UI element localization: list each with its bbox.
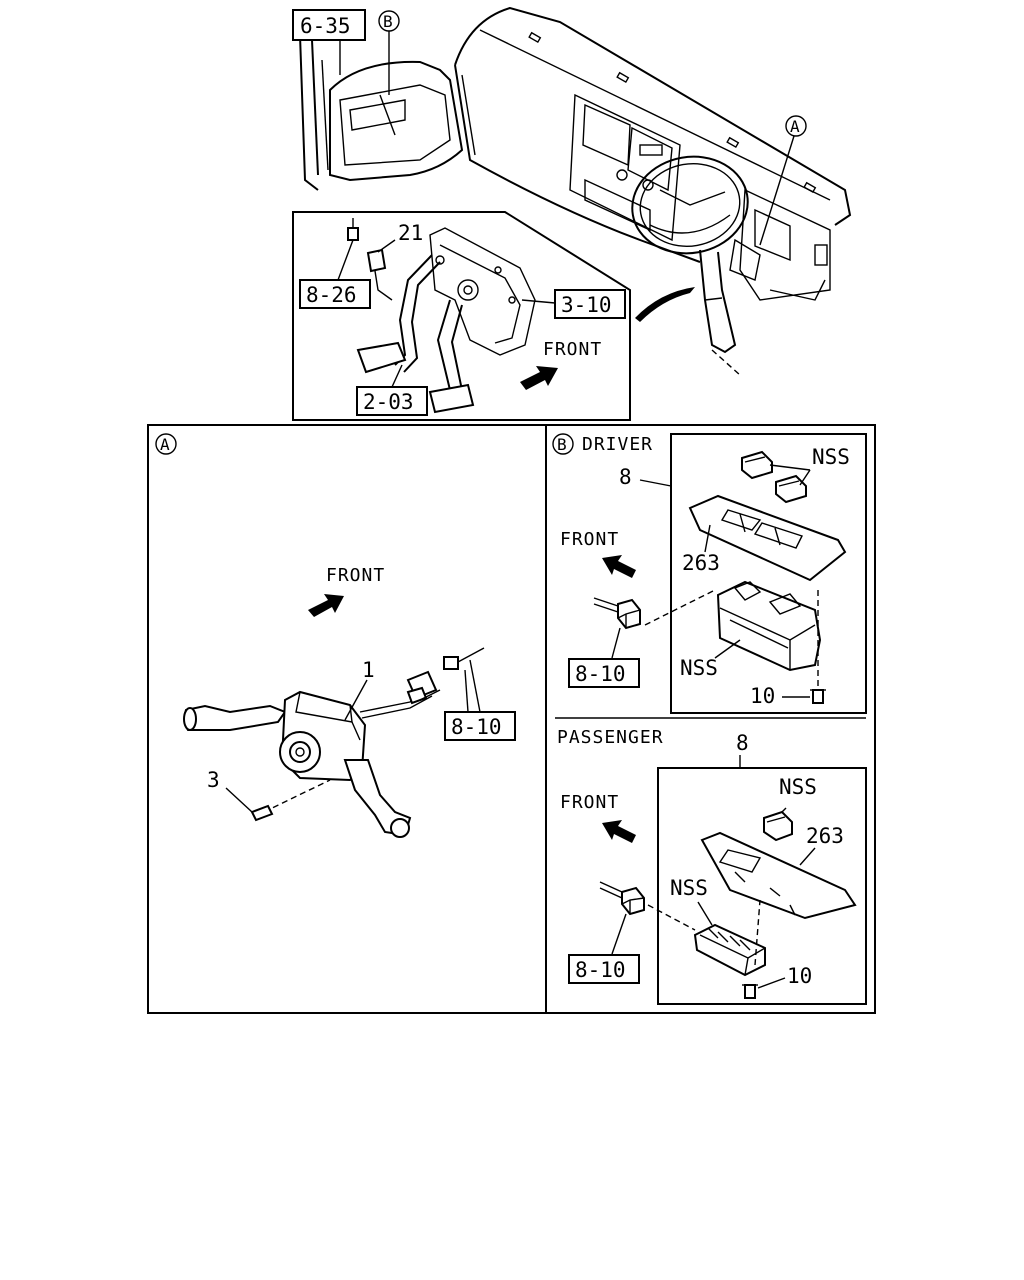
svg-text:DRIVER: DRIVER [582,434,653,455]
panel-b-header: B DRIVER [552,433,653,455]
ref-box-2-03: 2-03 [356,364,428,416]
front-arrow-passenger: FRONT [560,792,636,843]
front-arrow-panel-a: FRONT [308,565,385,617]
svg-text:8-10: 8-10 [451,715,502,739]
part-number-10-driver: 10 [750,684,775,708]
svg-text:A: A [160,435,170,454]
passenger-trim-panel [700,831,857,920]
driver-parts-box [670,433,867,714]
svg-text:B: B [557,435,567,454]
nss-label-passenger-switch: NSS [670,876,708,900]
part-number-8-driver: 8 [619,465,632,489]
ref-box-8-10-passenger: 8-10 [568,881,645,984]
passenger-switch-unit [647,899,766,977]
callout-b-top: B [378,10,400,95]
driver-screw-10 [810,689,826,704]
svg-text:2-03: 2-03 [363,390,414,414]
pedal-inset [292,211,631,421]
main-frame [147,424,876,1014]
svg-text:FRONT: FRONT [560,792,619,813]
svg-text:FRONT: FRONT [326,565,385,586]
driver-switch-unit [644,580,822,690]
ref-box-8-26: 8-26 [299,279,371,309]
cab-dashboard-illustration [299,6,852,376]
svg-text:6-35: 6-35 [300,14,351,38]
svg-text:8-10: 8-10 [575,662,626,686]
driver-nss-buttons [741,450,811,504]
svg-text:B: B [383,12,393,31]
svg-text:3-10: 3-10 [561,293,612,317]
front-arrow-driver: FRONT [560,529,636,578]
panel-a-header: A [155,433,177,455]
passenger-parts-box [657,767,867,1005]
ref-box-6-35: 6-35 [292,9,366,75]
front-arrow-inset: FRONT [520,339,602,390]
ref-box-8-10-panel-a: 8-10 [444,659,516,741]
nss-label-driver-switch: NSS [680,656,718,680]
part-number-1: 1 [362,658,375,682]
svg-text:8-26: 8-26 [306,283,357,307]
passenger-header: PASSENGER [557,727,664,748]
passenger-screw-10 [742,984,758,999]
callout-a-top: A [759,115,807,246]
part-number-263-driver: 263 [682,551,720,575]
svg-text:8-10: 8-10 [575,958,626,982]
svg-text:A: A [790,117,800,136]
combination-switch [183,647,485,838]
nss-label-driver-top: NSS [812,445,850,469]
part-number-8-passenger: 8 [736,731,749,755]
svg-text:FRONT: FRONT [543,339,602,360]
ref-box-3-10: 3-10 [521,289,626,319]
ref-box-8-10-driver: 8-10 [568,597,641,688]
part-number-3: 3 [207,768,220,792]
driver-trim-panel [688,494,847,582]
part-number-21: 21 [398,221,423,245]
nss-label-passenger-top: NSS [779,775,817,799]
svg-text:FRONT: FRONT [560,529,619,550]
part-number-10-passenger: 10 [787,964,812,988]
passenger-nss-button [763,807,793,842]
part-number-263-passenger: 263 [806,824,844,848]
